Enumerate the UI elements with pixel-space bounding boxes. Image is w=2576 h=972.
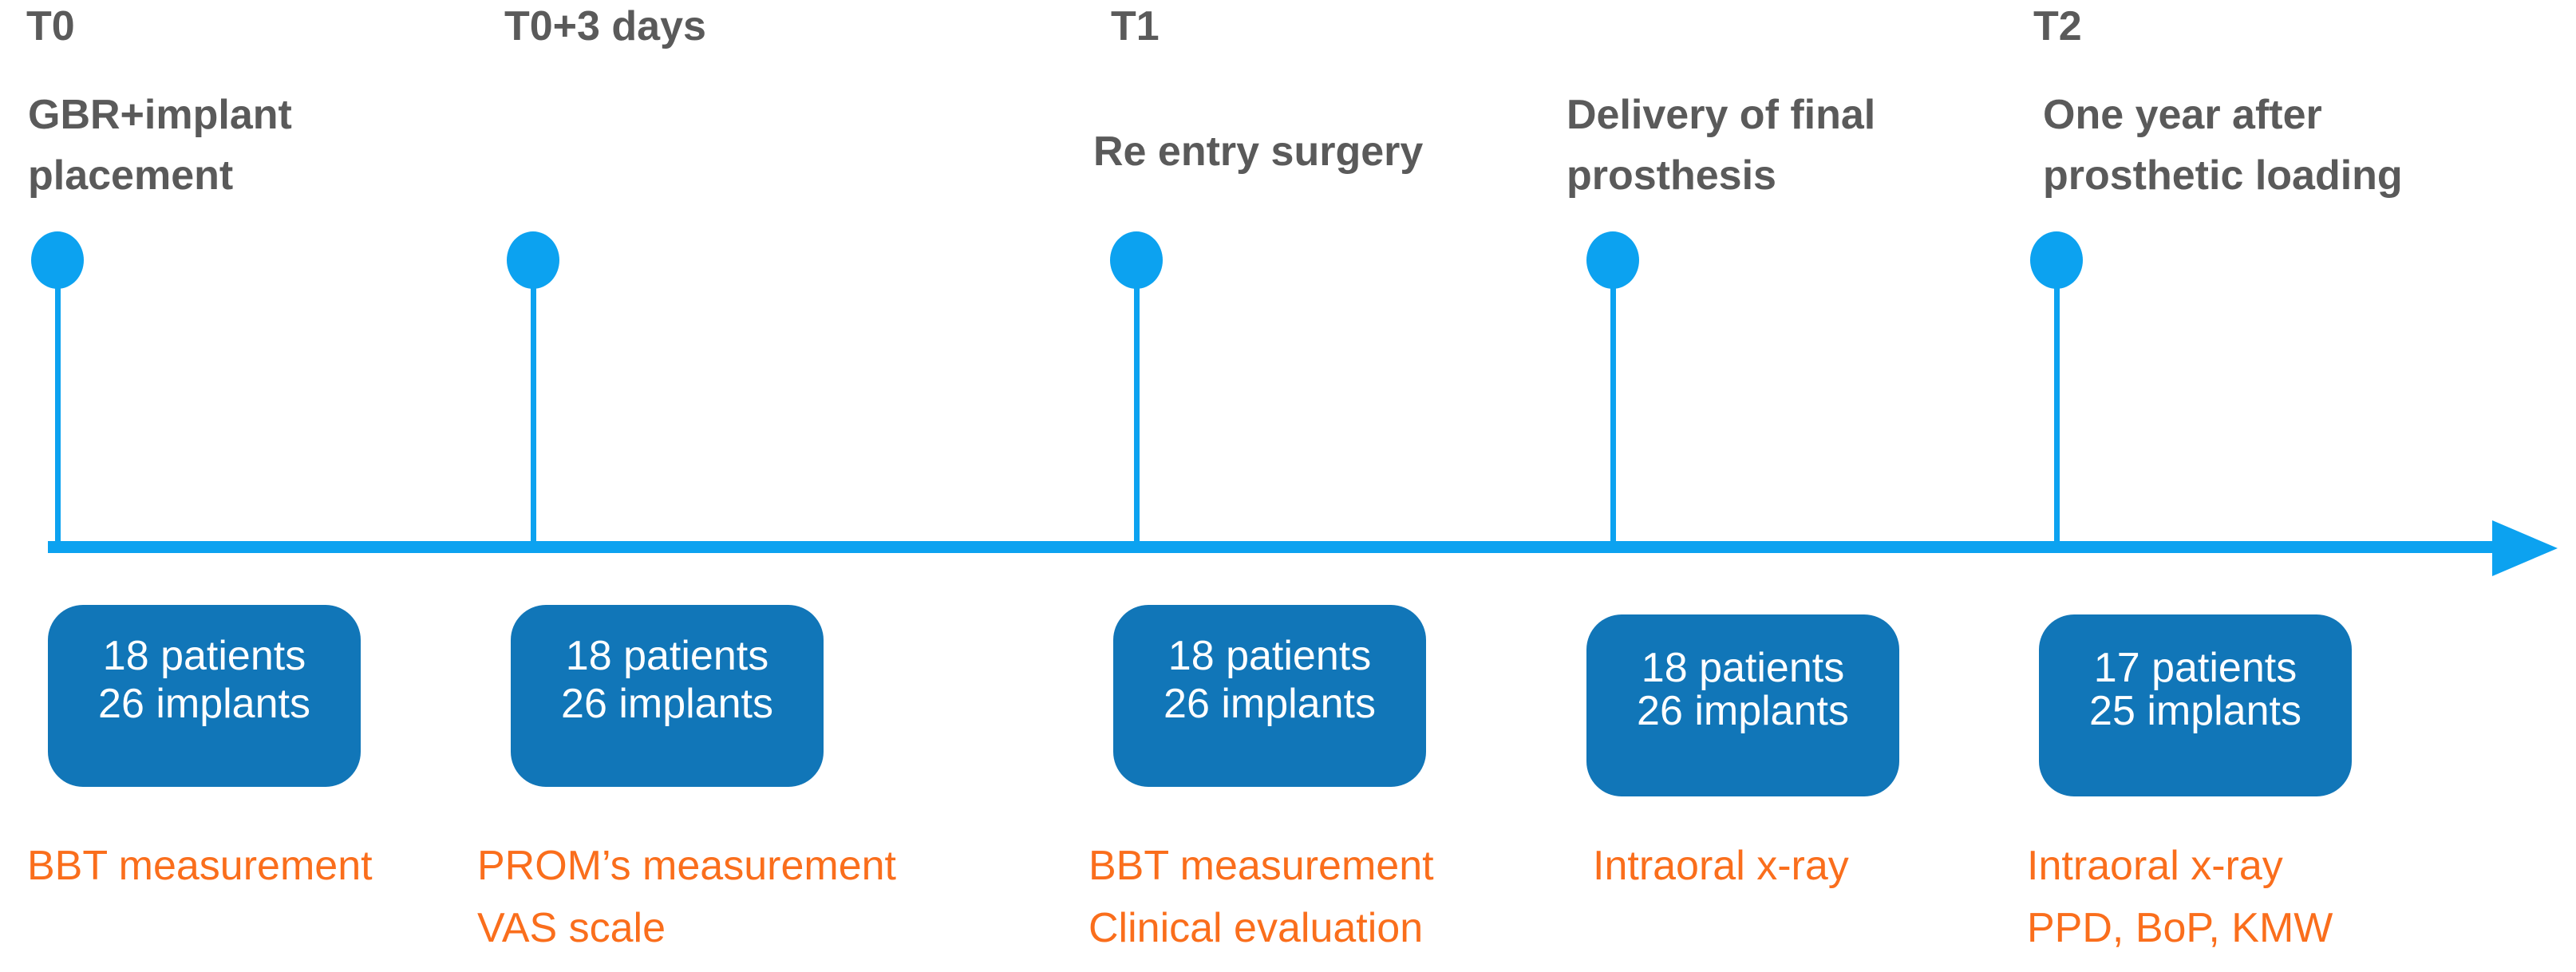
timeline-column-t0-3days: T0+3 days 18 patients 26 implants PROM’s… [477, 0, 896, 972]
timeline-column-t1: T1 Re entry surgery 18 patients 26 impla… [1088, 0, 1503, 972]
measurement-label: Intraoral x-ray PPD, BoP, KMW [2027, 835, 2333, 959]
marker-stem [1134, 263, 1140, 551]
implants-count: 25 implants [2089, 688, 2301, 734]
measurement-label: Intraoral x-ray [1593, 835, 1849, 897]
event-description: GBR+implant placement [28, 85, 292, 206]
cohort-box: 18 patients 26 implants [1586, 614, 1899, 796]
time-label: T2 [2033, 3, 2082, 49]
time-label: T1 [1111, 3, 1160, 49]
event-description: Delivery of final prosthesis [1567, 85, 1875, 206]
measurement-line: Clinical evaluation [1088, 905, 1424, 951]
event-description: Re entry surgery [1093, 121, 1423, 182]
event-description-line: GBR+implant [28, 92, 292, 138]
event-description-line: prosthetic loading [2043, 152, 2403, 199]
event-description-line: prosthesis [1567, 152, 1776, 199]
timeline-axis [48, 541, 2494, 553]
measurement-label: BBT measurement Clinical evaluation [1088, 835, 1434, 959]
measurement-line: PPD, BoP, KMW [2027, 905, 2333, 951]
implants-count: 26 implants [561, 681, 773, 727]
event-description: One year after prosthetic loading [2043, 85, 2403, 206]
cohort-box: 17 patients 25 implants [2039, 614, 2352, 796]
implants-count: 26 implants [98, 681, 310, 727]
measurement-line: BBT measurement [27, 843, 373, 889]
patients-count: 18 patients [1641, 645, 1845, 691]
event-description-line: Re entry surgery [1093, 128, 1424, 175]
time-label: T0 [26, 3, 75, 49]
time-label: T0+3 days [504, 3, 706, 49]
measurement-line: Intraoral x-ray [1593, 843, 1849, 889]
cohort-box: 18 patients 26 implants [511, 605, 824, 787]
patients-count: 18 patients [565, 633, 769, 679]
marker-stem [531, 263, 536, 551]
timeline-column-t2: T2 One year after prosthetic loading 17 … [2021, 0, 2436, 972]
timeline-column-t0: T0 GBR+implant placement 18 patients 26 … [26, 0, 441, 972]
cohort-box: 18 patients 26 implants [1113, 605, 1426, 787]
marker-stem [2054, 263, 2060, 551]
timeline-column-prosthesis-delivery: Delivery of final prosthesis 18 patients… [1567, 0, 1981, 972]
patients-count: 18 patients [1167, 633, 1372, 679]
event-description-line: placement [28, 152, 234, 199]
cohort-box: 18 patients 26 implants [48, 605, 361, 787]
patients-count: 18 patients [102, 633, 306, 679]
measurement-line: BBT measurement [1088, 843, 1434, 889]
measurement-line: VAS scale [477, 905, 666, 951]
arrowhead-icon [2492, 520, 2558, 576]
measurement-line: Intraoral x-ray [2027, 843, 2283, 889]
implants-count: 26 implants [1164, 681, 1376, 727]
event-description-line: One year after [2043, 92, 2322, 138]
patients-count: 17 patients [2093, 645, 2297, 691]
measurement-label: BBT measurement [27, 835, 373, 897]
measurement-line: PROM’s measurement [477, 843, 896, 889]
measurement-label: PROM’s measurement VAS scale [477, 835, 896, 959]
implants-count: 26 implants [1637, 688, 1849, 734]
marker-stem [55, 263, 61, 551]
event-description-line: Delivery of final [1567, 92, 1876, 138]
marker-stem [1610, 263, 1616, 551]
